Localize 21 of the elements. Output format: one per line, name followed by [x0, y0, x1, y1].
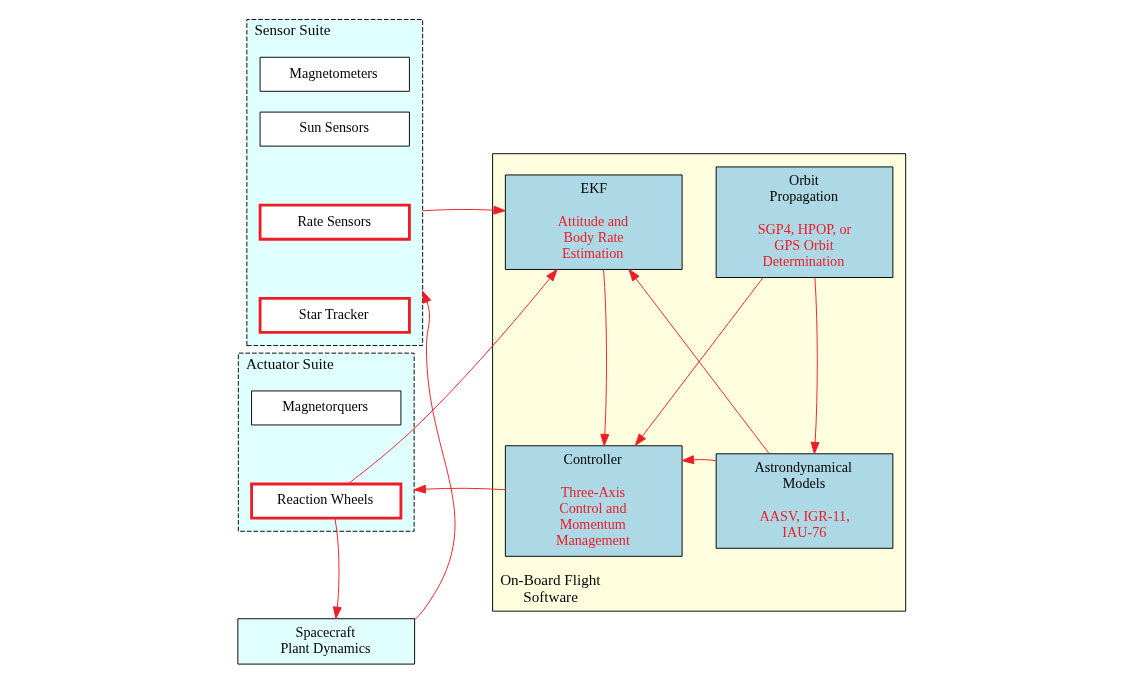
node-box: Star Tracker: [258, 296, 411, 334]
arrow: [413, 484, 506, 494]
node-box: Reaction Wheels: [249, 482, 402, 520]
arrow: [347, 269, 557, 485]
node-box: Astrondynamical Models AASV, IGR-11, IAU-76: [715, 453, 893, 549]
arrow: [810, 277, 820, 455]
arrow: [599, 269, 609, 447]
node-box: Sun Sensors: [259, 111, 410, 147]
node-box: Orbit Propagation SGP4, HPOP, or GPS Orbit Determination: [715, 166, 893, 278]
node-box: Spacecraft Plant Dynamics: [236, 618, 415, 665]
arrow: [332, 517, 342, 619]
node-box: Controller Three-Axis Control and Momentum Management: [504, 445, 683, 557]
node-box: Magnetorquers: [250, 390, 401, 426]
node-box: EKF Attitude and Body Rate Estimation: [504, 174, 683, 270]
arrow: [634, 277, 764, 446]
arrow: [628, 269, 770, 455]
arrow: [681, 455, 716, 465]
node-box: Rate Sensors: [258, 203, 411, 241]
node-box: Magnetometers: [259, 56, 410, 92]
arrow: [413, 290, 455, 620]
arrow: [421, 205, 506, 215]
